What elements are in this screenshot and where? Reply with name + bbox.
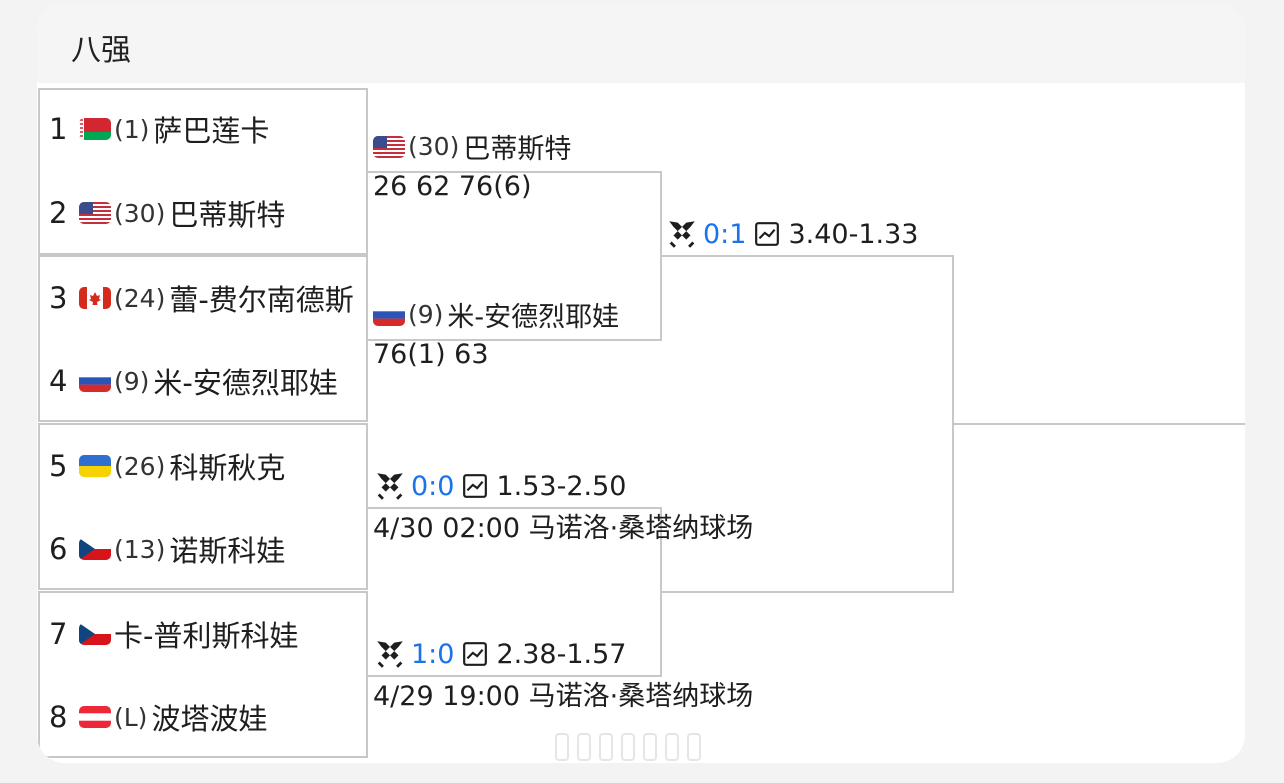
draw-position: 7	[49, 617, 68, 651]
player-row[interactable]: 4 (9)米-安德烈耶娃	[49, 361, 338, 401]
qf1-player[interactable]: (30) 巴蒂斯特	[373, 127, 571, 166]
seed-label: (9)	[114, 366, 150, 396]
qf4-schedule: 4/29 19:00 马诺洛·桑塔纳球场	[373, 681, 754, 712]
bracket-line	[368, 675, 662, 677]
first-round-match-3[interactable]	[38, 423, 368, 590]
seed-label: (24)	[114, 283, 166, 313]
round-header: 八强	[37, 3, 1245, 83]
seed-label: (13)	[114, 534, 166, 564]
player-name: 巴蒂斯特	[169, 198, 286, 232]
seed-label: (30)	[114, 198, 166, 228]
player-name: 米-安德烈耶娃	[153, 366, 338, 400]
bracket-line	[368, 339, 662, 341]
player-name: 科斯秋克	[169, 451, 286, 485]
bracket-line	[660, 591, 954, 593]
ukraine-flag	[79, 455, 111, 477]
swords-icon	[373, 469, 407, 503]
bracket-line	[952, 423, 1245, 425]
watermark	[555, 733, 701, 763]
first-round-match-2[interactable]	[38, 255, 368, 422]
player-name: 诺斯科娃	[169, 534, 286, 568]
qf1-score: 26 62 76(6)	[373, 171, 532, 202]
draw-position: 2	[49, 196, 68, 230]
qf3-schedule: 4/30 02:00 马诺洛·桑塔纳球场	[373, 513, 754, 544]
chart-icon	[754, 221, 780, 247]
first-round-match-1[interactable]	[38, 88, 368, 255]
odds: 2.38-1.57	[496, 638, 627, 670]
head-to-head: 0:1	[703, 218, 747, 250]
usa-flag	[79, 202, 111, 224]
player-row[interactable]: 2 (30)巴蒂斯特	[49, 193, 285, 233]
player-row[interactable]: 7 卡-普利斯科娃	[49, 614, 298, 654]
draw-position: 3	[49, 281, 68, 315]
usa-flag	[373, 135, 405, 158]
odds: 1.53-2.50	[496, 470, 627, 502]
canada-flag	[79, 287, 111, 309]
player-name: 蕾-费尔南德斯	[169, 283, 354, 317]
seed-label: (26)	[114, 451, 166, 481]
player-name: 波塔波娃	[151, 702, 268, 736]
swords-icon	[665, 217, 699, 251]
head-to-head: 1:0	[411, 638, 455, 670]
draw-position: 6	[49, 532, 68, 566]
russia-flag	[79, 370, 111, 392]
player-row[interactable]: 8 (L)波塔波娃	[49, 697, 267, 737]
belarus-flag	[79, 118, 111, 140]
player-row[interactable]: 5 (26)科斯秋克	[49, 446, 285, 486]
seed-label: (1)	[114, 114, 150, 144]
bracket-line	[660, 507, 662, 677]
draw-position: 1	[49, 112, 68, 146]
czech-flag	[79, 623, 111, 645]
player-row[interactable]: 6 (13)诺斯科娃	[49, 529, 285, 569]
draw-position: 5	[49, 449, 68, 483]
head-to-head: 0:0	[411, 470, 455, 502]
chart-icon	[462, 641, 488, 667]
draw-position: 4	[49, 364, 68, 398]
player-row[interactable]: 3 (24)蕾-费尔南德斯	[49, 278, 354, 318]
qf3-info[interactable]: 0:0 1.53-2.50	[373, 469, 626, 503]
bracket-line	[368, 171, 662, 173]
czech-flag	[79, 538, 111, 560]
player-row[interactable]: 1 (1)萨巴莲卡	[49, 109, 269, 149]
qf2-score: 76(1) 63	[373, 339, 489, 370]
draw-position: 8	[49, 700, 68, 734]
first-round-match-4[interactable]	[38, 591, 368, 758]
player-name: 卡-普利斯科娃	[114, 619, 299, 653]
draw-card: 八强 1 (1)萨巴莲卡 2 (30)巴蒂斯特 3 (24)蕾-费尔南德斯 4 (9)米-安德…	[37, 3, 1245, 763]
odds: 3.40-1.33	[788, 218, 919, 250]
player-name: 萨巴莲卡	[153, 114, 270, 148]
qf4-info[interactable]: 1:0 2.38-1.57	[373, 637, 626, 671]
seed-label: (L)	[114, 702, 148, 732]
qf2-player[interactable]: (9) 米-安德烈耶娃	[373, 295, 619, 334]
sf1-info[interactable]: 0:1 3.40-1.33	[665, 217, 918, 251]
swords-icon	[373, 637, 407, 671]
austria-flag	[79, 706, 111, 728]
bracket-line	[660, 255, 954, 257]
round-title: 八强	[71, 33, 131, 68]
russia-flag	[373, 303, 405, 326]
chart-icon	[462, 473, 488, 499]
bracket-line	[368, 507, 662, 509]
